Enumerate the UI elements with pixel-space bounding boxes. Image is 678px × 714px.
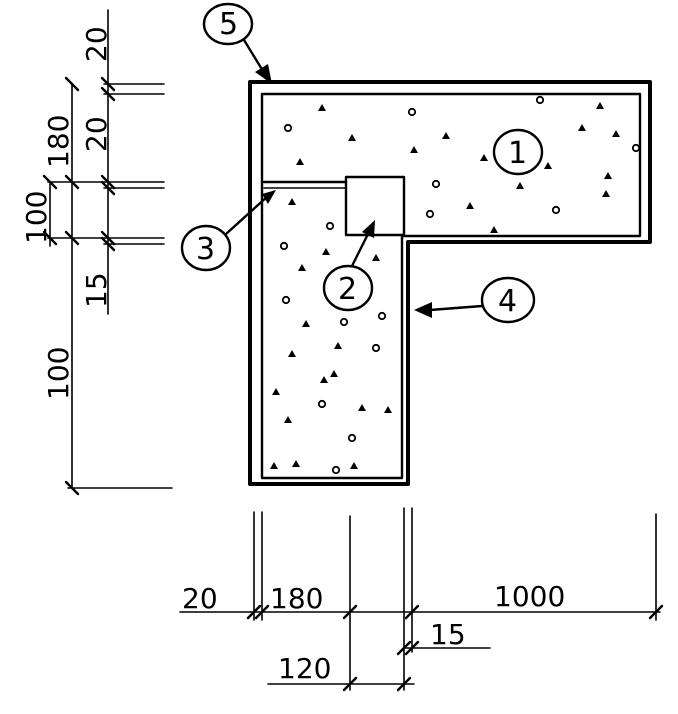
callout-5: 5 <box>202 2 272 84</box>
aggregate-mark <box>612 130 620 137</box>
dim-bottom-15: 15 <box>430 618 466 651</box>
aggregate-mark <box>318 104 326 111</box>
aggregate-mark <box>284 416 292 423</box>
aggregate-mark <box>372 254 380 261</box>
bottom-dimensions: 20 180 1000 15 120 <box>179 507 664 692</box>
aggregate-mark <box>544 162 552 169</box>
aggregate-mark <box>331 465 341 475</box>
callout-1: 1 <box>492 128 544 176</box>
aggregate-mark <box>407 107 417 117</box>
aggregate-mark <box>602 190 610 197</box>
aggregate-mark <box>516 182 524 189</box>
aggregate-mark <box>317 399 327 409</box>
aggregate-mark <box>302 320 310 327</box>
aggregate-mark <box>322 248 330 255</box>
aggregate-mark <box>480 154 488 161</box>
callout-3-label: 3 <box>196 232 215 267</box>
insert-block <box>344 175 406 237</box>
aggregate-mark <box>535 95 545 105</box>
aggregate-mark <box>325 221 335 231</box>
dim-bottom-120: 120 <box>278 652 331 685</box>
dim-left-180: 180 <box>42 115 75 168</box>
aggregate-mark <box>604 172 612 179</box>
callout-2-label: 2 <box>338 272 357 307</box>
aggregate-mark <box>377 311 387 321</box>
dim-bottom-20: 20 <box>182 582 218 615</box>
dim-left-100-tall: 100 <box>42 347 75 400</box>
dim-left-20-inner: 20 <box>80 116 113 152</box>
aggregate-mark <box>350 462 358 469</box>
aggregate-mark <box>442 132 450 139</box>
aggregate-mark <box>490 226 498 233</box>
aggregate-mark <box>281 295 291 305</box>
aggregate-mark <box>283 123 293 133</box>
aggregate-mark <box>466 202 474 209</box>
aggregate-mark <box>347 433 357 443</box>
aggregate-mark <box>296 158 304 165</box>
aggregate-marks <box>270 95 641 475</box>
aggregate-mark <box>358 404 366 411</box>
dim-left-20-top: 20 <box>80 26 113 62</box>
aggregate-mark <box>596 102 604 109</box>
aggregate-mark <box>339 317 349 327</box>
aggregate-mark <box>292 460 300 467</box>
aggregate-mark <box>288 198 296 205</box>
dim-bottom-1000: 1000 <box>494 580 565 613</box>
callout-2: 2 <box>322 220 375 312</box>
aggregate-mark <box>384 406 392 413</box>
outer-outline <box>248 80 652 486</box>
aggregate-mark <box>330 370 338 377</box>
callout-4-label: 4 <box>498 284 517 319</box>
callout-5-label: 5 <box>219 7 238 42</box>
dim-left-15: 15 <box>80 272 113 308</box>
aggregate-mark <box>279 241 289 251</box>
aggregate-mark <box>551 205 561 215</box>
aggregate-mark <box>431 179 441 189</box>
dim-left-100-small: 100 <box>20 191 53 244</box>
callout-1-label: 1 <box>508 136 527 171</box>
aggregate-mark <box>288 350 296 357</box>
aggregate-mark <box>425 209 435 219</box>
callout-3: 3 <box>180 190 276 272</box>
inner-outline <box>260 92 642 480</box>
left-dimensions: 20 180 20 100 15 100 <box>20 9 173 496</box>
layer-3-line <box>262 180 348 189</box>
aggregate-mark <box>410 146 418 153</box>
aggregate-mark <box>320 376 328 383</box>
aggregate-mark <box>272 388 280 395</box>
callout-4: 4 <box>414 276 536 324</box>
aggregate-mark <box>298 264 306 271</box>
aggregate-mark <box>348 134 356 141</box>
aggregate-mark <box>334 342 342 349</box>
dim-bottom-180: 180 <box>270 582 323 615</box>
aggregate-mark <box>578 124 586 131</box>
aggregate-mark <box>270 462 278 469</box>
aggregate-mark <box>631 143 641 153</box>
aggregate-mark <box>371 343 381 353</box>
